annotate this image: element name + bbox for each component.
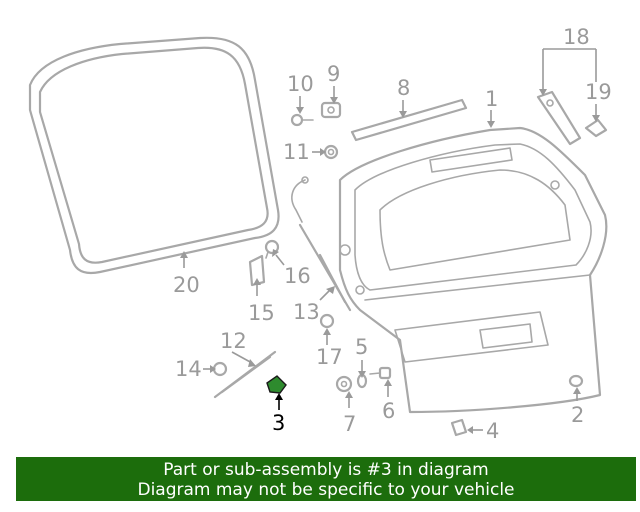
callout-10: 10 — [287, 72, 314, 96]
callout-14: 14 — [175, 357, 202, 381]
callout-17: 17 — [316, 345, 343, 369]
part-8-spoiler-strip — [350, 98, 468, 142]
part-1-liftgate — [338, 126, 608, 414]
part-9-bracket — [320, 101, 342, 119]
callout-18: 18 — [563, 25, 590, 49]
callout-13: 13 — [293, 300, 320, 324]
part-7-nut — [335, 375, 353, 393]
part-4-clip — [450, 418, 468, 437]
callout-numbers: 1 2 3 4 5 6 7 8 9 10 11 12 13 14 15 16 1… — [173, 25, 612, 443]
callout-6: 6 — [382, 399, 395, 423]
part-16-clip — [264, 239, 280, 259]
callout-15: 15 — [248, 301, 275, 325]
callout-5: 5 — [355, 335, 368, 359]
callout-12: 12 — [220, 329, 247, 353]
callout-8: 8 — [397, 76, 410, 100]
callout-3: 3 — [272, 411, 285, 435]
callout-19: 19 — [585, 80, 612, 104]
part-13-strut — [291, 176, 352, 312]
leader-lines — [180, 48, 600, 434]
part-2-grommet — [568, 374, 584, 388]
callout-9: 9 — [327, 62, 340, 86]
callout-20: 20 — [173, 273, 200, 297]
part-17-washer — [319, 313, 335, 329]
part-20-weatherstrip — [28, 36, 280, 275]
banner-line-1: Part or sub-assembly is #3 in diagram — [163, 460, 489, 480]
callout-1: 1 — [485, 87, 498, 111]
callout-11: 11 — [283, 140, 310, 164]
part-11-grommet — [323, 144, 339, 160]
callout-2: 2 — [571, 403, 584, 427]
part-6-bolt — [369, 366, 392, 380]
part-19-clip — [584, 118, 608, 138]
parts-diagram: 1 2 3 4 5 6 7 8 9 10 11 12 13 14 15 16 1… — [28, 25, 612, 443]
banner-line-2: Diagram may not be specific to your vehi… — [137, 480, 515, 500]
part-12-damper — [213, 350, 277, 399]
part-15-hinge — [248, 254, 266, 287]
part-3-highlighted — [266, 375, 287, 394]
callout-4: 4 — [486, 419, 499, 443]
callout-16: 16 — [284, 264, 311, 288]
part-18-bracket — [536, 90, 582, 146]
info-banner: Part or sub-assembly is #3 in diagram Di… — [16, 457, 636, 501]
callout-7: 7 — [343, 412, 356, 436]
part-10-bolt — [290, 113, 314, 127]
